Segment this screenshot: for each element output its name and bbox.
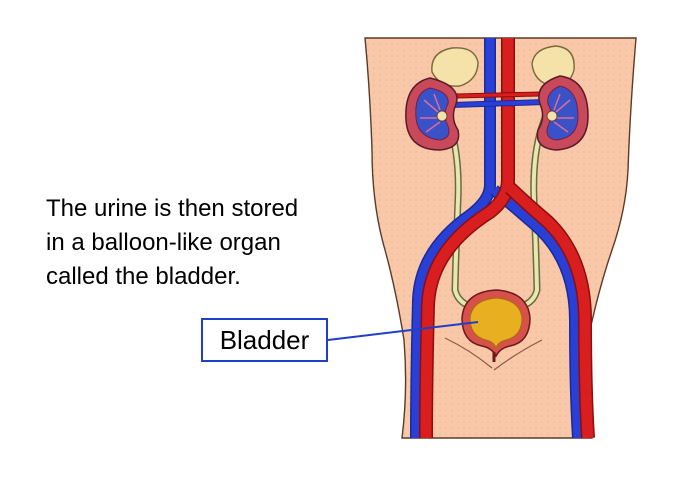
torso (364, 37, 637, 439)
caption-line-2: in a balloon-like organ (46, 229, 281, 256)
kidney-right (536, 75, 589, 151)
bladder-label-text: Bladder (219, 324, 310, 355)
caption-line-3: called the bladder. (46, 263, 241, 290)
kidney-left (405, 77, 460, 151)
bladder-leader-line (327, 321, 479, 341)
caption-line-1: The urine is then stored (46, 195, 299, 222)
bladder-label: Bladder (201, 318, 328, 362)
bladder-organ (461, 289, 531, 362)
groin-line-right (493, 339, 543, 371)
caption-text: The urine is then stored in a balloon-li… (46, 192, 346, 294)
groin-line-left (444, 337, 493, 369)
